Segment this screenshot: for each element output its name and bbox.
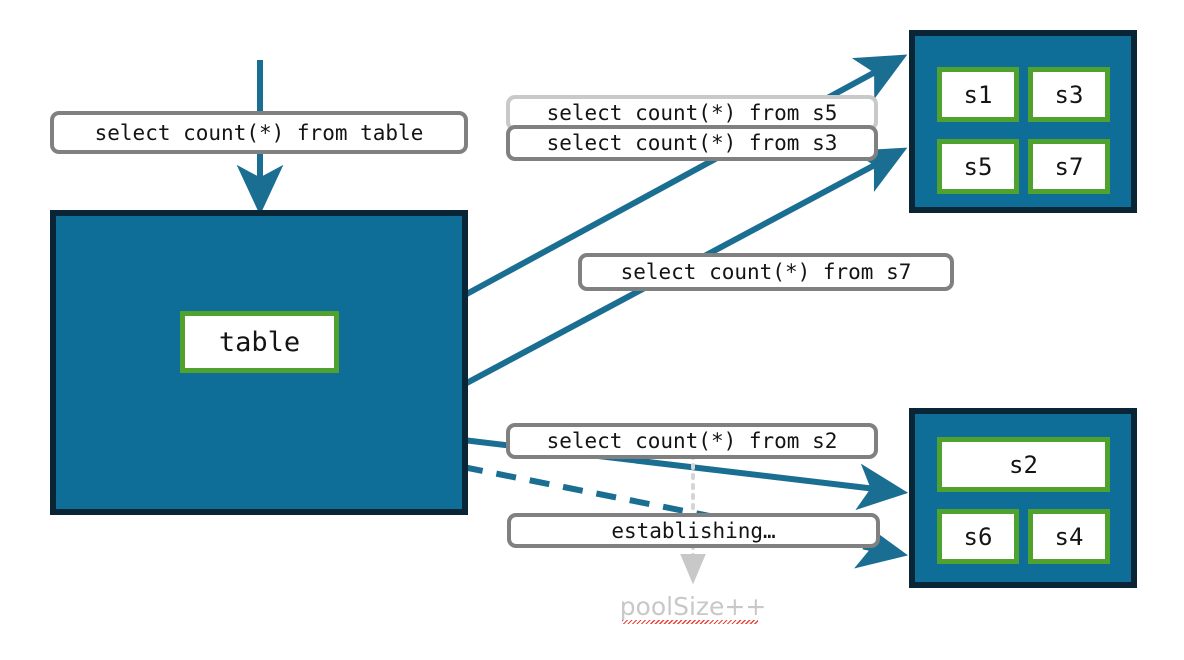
label-query-s3[interactable]: select count(*) from s3 bbox=[506, 125, 878, 161]
node-table[interactable]: table bbox=[180, 311, 339, 373]
annotation-poolsize-text: poolSize++ bbox=[619, 592, 767, 624]
node-s4[interactable]: s4 bbox=[1028, 509, 1110, 564]
node-s5[interactable]: s5 bbox=[937, 139, 1019, 194]
node-s1[interactable]: s1 bbox=[937, 67, 1019, 122]
annotation-poolsize: poolSize++ bbox=[590, 592, 796, 624]
node-s3[interactable]: s3 bbox=[1028, 67, 1110, 122]
label-establishing[interactable]: establishing… bbox=[507, 513, 880, 548]
node-s6[interactable]: s6 bbox=[937, 509, 1019, 564]
label-query-table[interactable]: select count(*) from table bbox=[50, 111, 468, 154]
node-s7[interactable]: s7 bbox=[1028, 139, 1110, 194]
label-query-s2[interactable]: select count(*) from s2 bbox=[506, 423, 878, 459]
label-query-s7[interactable]: select count(*) from s7 bbox=[578, 253, 954, 291]
node-s2[interactable]: s2 bbox=[937, 437, 1110, 492]
